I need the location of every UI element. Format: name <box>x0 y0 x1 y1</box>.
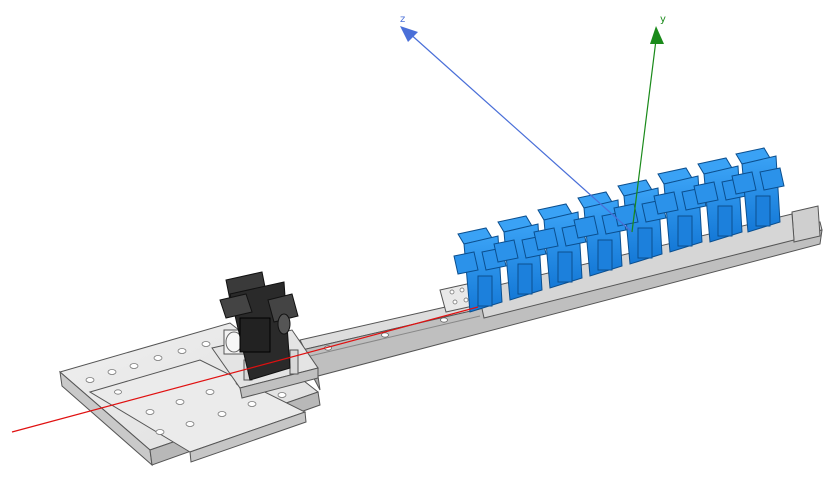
blue-servo[interactable] <box>613 179 667 265</box>
dark-servo[interactable] <box>219 271 299 381</box>
y-axis-arrow-icon[interactable] <box>650 26 664 44</box>
blue-servo[interactable] <box>693 157 747 243</box>
coordinate-axes: z y <box>11 14 666 433</box>
z-axis-arrow-icon[interactable] <box>400 26 418 42</box>
x-axis-line <box>11 306 479 433</box>
z-axis-line <box>407 31 633 233</box>
mounting-holes <box>85 341 287 435</box>
blue-servo[interactable] <box>653 167 707 253</box>
blue-servo[interactable] <box>731 147 785 233</box>
y-axis-line <box>631 39 657 233</box>
z-axis-label: z <box>400 14 405 25</box>
blue-servo-array[interactable] <box>453 147 795 319</box>
blue-servo[interactable] <box>573 191 627 277</box>
y-axis-label: y <box>660 14 666 25</box>
blue-servo[interactable] <box>493 215 547 301</box>
